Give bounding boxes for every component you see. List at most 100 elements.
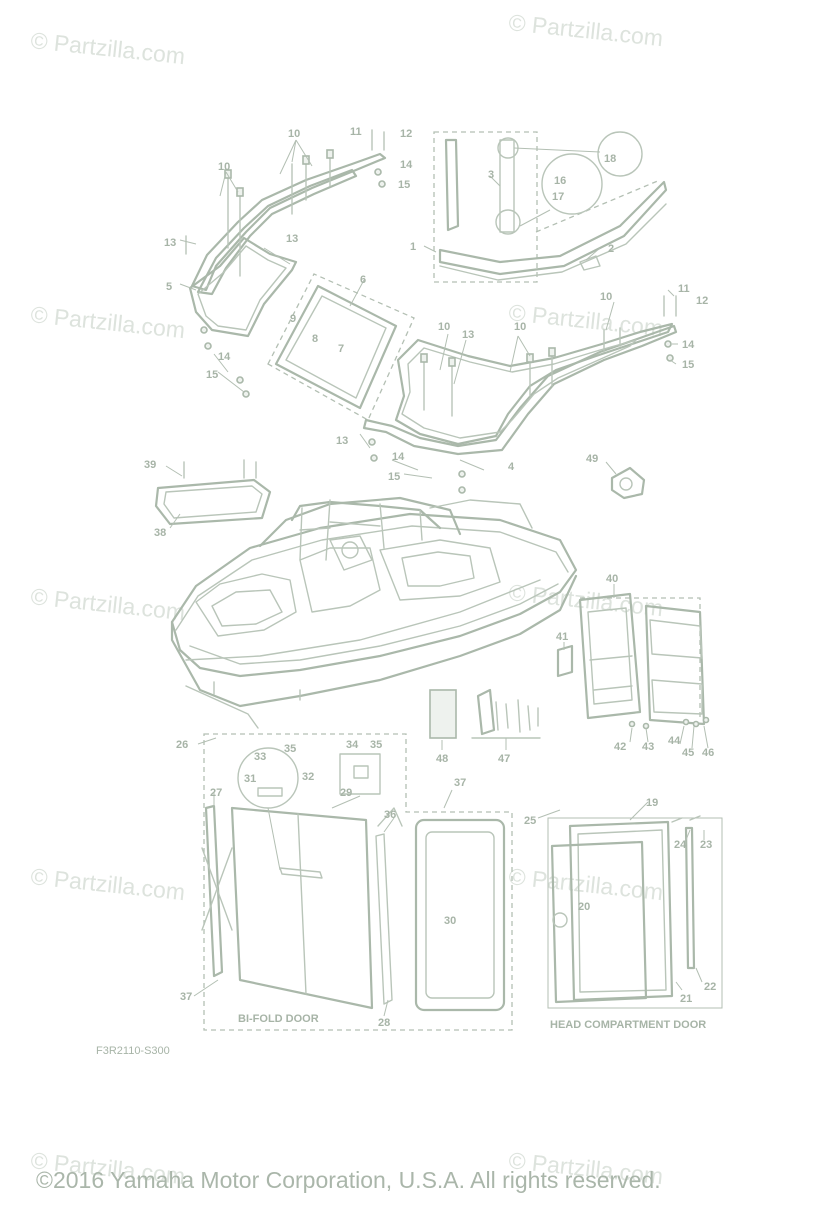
side-cabinet (556, 592, 710, 730)
callout-33: 33 (254, 751, 266, 763)
callout-30: 30 (444, 915, 456, 927)
callout-7: 7 (338, 343, 344, 355)
watermark: © Partzilla.com (29, 863, 186, 905)
copyright-notice: ©2016 Yamaha Motor Corporation, U.S.A. A… (36, 1167, 661, 1193)
callout-13: 13 (462, 329, 474, 341)
boat-windshield (258, 496, 462, 548)
callout-14: 14 (682, 339, 695, 351)
callout-12: 12 (400, 128, 412, 140)
callout-25: 25 (524, 815, 536, 827)
callout-46: 46 (702, 747, 714, 759)
callout-4: 4 (508, 461, 515, 473)
watermark: © Partzilla.com (29, 301, 186, 343)
callout-31: 31 (244, 773, 256, 785)
boat-tower (290, 500, 442, 530)
windshield-right-frame (362, 324, 678, 456)
callout-38: 38 (154, 527, 166, 539)
callout-15: 15 (388, 471, 400, 483)
head-door-panel (414, 818, 506, 1012)
callout-37: 37 (180, 991, 192, 1003)
callout-3: 3 (488, 169, 494, 181)
boat-hull-bottom (170, 574, 578, 708)
windshield-right-glass (394, 322, 674, 446)
callout-5: 5 (166, 281, 172, 293)
callout-44: 44 (668, 735, 681, 747)
windshield-center-door (274, 284, 398, 410)
callout-32: 32 (302, 771, 314, 783)
callout-26: 26 (176, 739, 188, 751)
callout-10: 10 (600, 291, 612, 303)
leader-lines (165, 139, 709, 1017)
watermarks: © Partzilla.com © Partzilla.com © Partzi… (29, 9, 664, 1189)
callout-29: 29 (340, 787, 352, 799)
callout-40: 40 (606, 573, 618, 585)
hull-rail-section (438, 180, 668, 276)
bifold-door-panel (230, 806, 374, 1010)
bifold-door-box (203, 733, 513, 1031)
callout-39: 39 (144, 459, 156, 471)
head-compartment-caption: HEAD COMPARTMENT DOOR (550, 1019, 706, 1031)
label-plate (429, 689, 457, 739)
storage-tray (154, 459, 272, 526)
head-compartment-group (547, 815, 723, 1009)
callout-36: 36 (384, 809, 396, 821)
callout-13: 13 (286, 233, 298, 245)
callout-43: 43 (642, 741, 654, 753)
callout-6: 6 (360, 274, 366, 286)
callout-35: 35 (370, 739, 382, 751)
diagram-code: F3R2110-S300 (96, 1045, 170, 1057)
callout-49: 49 (586, 453, 598, 465)
callout-48: 48 (436, 753, 448, 765)
callouts: 10 10 11 12 14 15 13 13 5 6 9 8 7 14 15 … (144, 126, 716, 1029)
callout-15: 15 (206, 369, 218, 381)
boat-illustration (170, 496, 578, 729)
callout-20: 20 (578, 901, 590, 913)
callout-27: 27 (210, 787, 222, 799)
callout-11: 11 (350, 126, 362, 138)
bifold-door-caption: BI-FOLD DOOR (238, 1013, 319, 1025)
callout-13: 13 (164, 237, 176, 249)
handrail-detail-inset (433, 131, 668, 283)
zoom-circle (597, 131, 643, 177)
callout-14: 14 (392, 451, 405, 463)
callout-10: 10 (218, 161, 230, 173)
callout-10: 10 (438, 321, 450, 333)
callout-14: 14 (218, 351, 231, 363)
callout-15: 15 (682, 359, 694, 371)
watermark: © Partzilla.com (507, 863, 664, 905)
callout-1: 1 (410, 241, 416, 253)
callout-2: 2 (608, 243, 614, 255)
windshield-assembly (185, 129, 678, 494)
callout-23: 23 (700, 839, 712, 851)
callout-9: 9 (290, 313, 296, 325)
windshield-left-frame (190, 152, 387, 292)
watermark: © Partzilla.com (29, 27, 186, 69)
callout-19: 19 (646, 797, 658, 809)
center-door-box (267, 273, 415, 421)
callout-8: 8 (312, 333, 318, 345)
callout-17: 17 (552, 191, 564, 203)
callout-34: 34 (346, 739, 359, 751)
callout-21: 21 (680, 993, 692, 1005)
callout-47: 47 (498, 753, 510, 765)
callout-24: 24 (674, 839, 687, 851)
callout-35: 35 (284, 743, 296, 755)
windshield-left-glass (196, 168, 358, 296)
callout-22: 22 (704, 981, 716, 993)
callout-12: 12 (696, 295, 708, 307)
cup-holder (610, 466, 646, 500)
callout-14: 14 (400, 159, 413, 171)
watermark: © Partzilla.com (29, 583, 186, 625)
callout-41: 41 (556, 631, 568, 643)
callout-11: 11 (678, 283, 690, 295)
callout-15: 15 (398, 179, 410, 191)
callout-16: 16 (554, 175, 566, 187)
boat-hull-outline (170, 512, 578, 678)
windshield-panel-5 (188, 236, 298, 338)
zoom-circle (541, 153, 603, 215)
callout-42: 42 (614, 741, 626, 753)
tool-kit (471, 688, 541, 739)
callout-10: 10 (288, 128, 300, 140)
